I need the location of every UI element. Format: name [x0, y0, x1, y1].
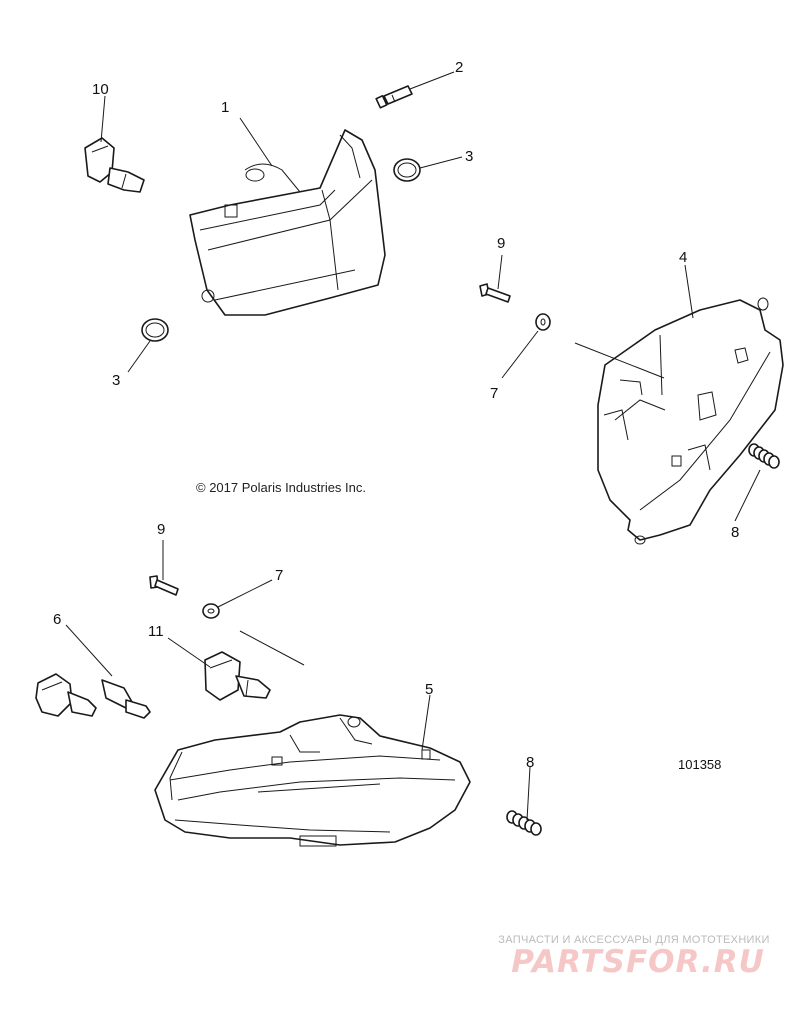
- callout-7: 7: [275, 567, 283, 584]
- callout-3: 3: [465, 148, 473, 165]
- part-8-spring-right: [748, 443, 780, 469]
- callout-7: 7: [490, 385, 498, 402]
- callout-4: 4: [679, 249, 687, 266]
- callout-6: 6: [53, 611, 61, 628]
- callout-11: 11: [148, 623, 164, 640]
- part-6-bulb-and-socket: [35, 673, 151, 719]
- part-1-headlamp-housing: [189, 129, 386, 316]
- part-3-o-ring-lower: [141, 318, 169, 342]
- callout-8: 8: [731, 524, 739, 541]
- part-9-screw-lower: [149, 575, 179, 596]
- part-11-bulb: [204, 651, 271, 701]
- diagram-number: 101358: [678, 757, 721, 772]
- callout-5: 5: [425, 681, 433, 698]
- callout-2: 2: [455, 59, 463, 76]
- part-8-spring-lower: [506, 810, 542, 836]
- copyright-notice: © 2017 Polaris Industries Inc.: [196, 480, 366, 495]
- part-10-bulb-socket: [84, 137, 145, 193]
- part-7-washer-upper: [535, 313, 551, 331]
- part-5-lower-headlamp: [154, 714, 471, 847]
- part-3-o-ring-upper: [393, 158, 421, 182]
- callout-1: 1: [221, 99, 229, 116]
- callout-9: 9: [497, 235, 505, 252]
- watermark-logo: PARTSFOR.RU: [511, 944, 765, 980]
- part-4-right-headlamp: [574, 297, 784, 545]
- callout-3: 3: [112, 372, 120, 389]
- callout-8: 8: [526, 754, 534, 771]
- part-7-washer-lower: [202, 603, 220, 619]
- part-9-screw-upper: [479, 283, 511, 303]
- callout-10: 10: [92, 81, 109, 98]
- callout-9: 9: [157, 521, 165, 538]
- assembly-reference-line: [239, 630, 305, 666]
- part-2-push-rivet: [375, 85, 413, 109]
- callout-leaders: [65, 71, 761, 821]
- watermark-tagline: ЗАПЧАСТИ И АКСЕССУАРЫ ДЛЯ МОТОТЕХНИКИ: [498, 934, 770, 946]
